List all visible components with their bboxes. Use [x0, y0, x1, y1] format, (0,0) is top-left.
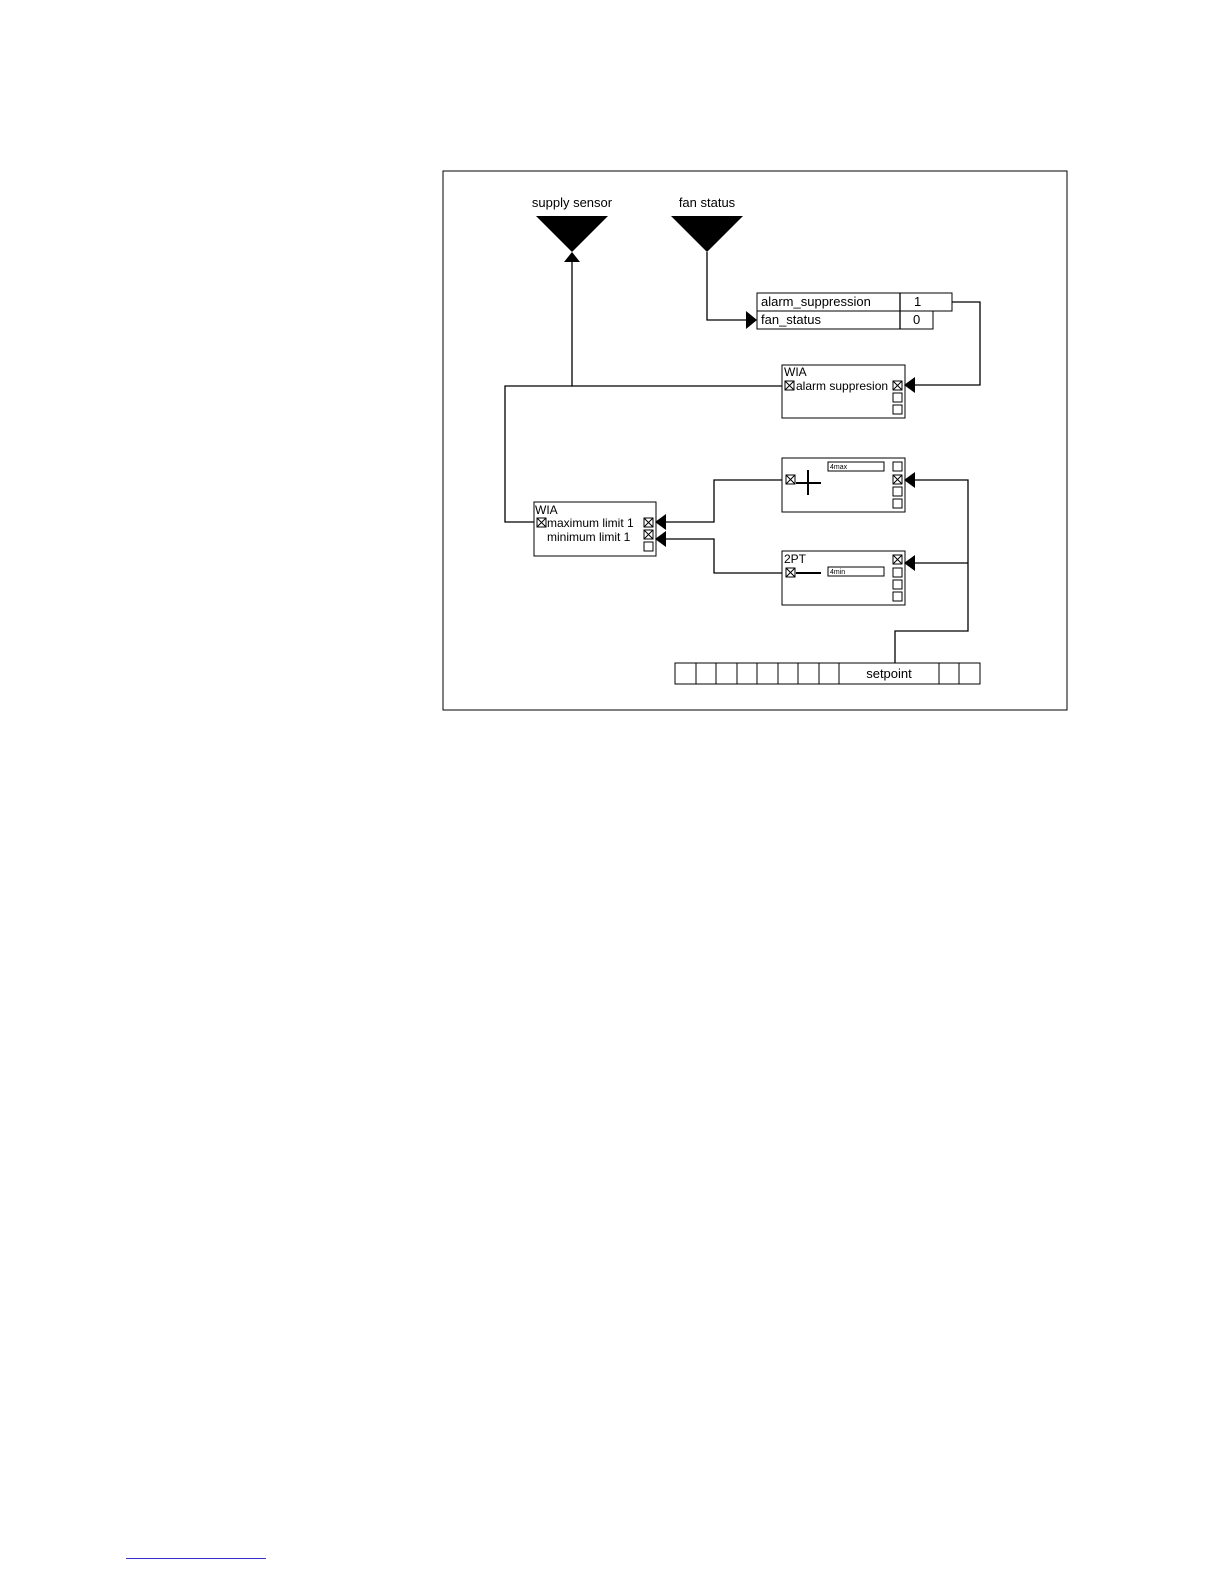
supply-sensor: supply sensor: [532, 195, 613, 262]
max-field-box: 4max: [828, 462, 884, 471]
unchecked-box-icon: [893, 462, 902, 471]
supply-sensor-label: supply sensor: [532, 195, 613, 210]
wia-limits-line2: minimum limit 1: [547, 530, 631, 544]
min-block-title: 2PT: [784, 552, 807, 566]
wia-limits-block: WIA maximum limit 1 minimum limit 1: [534, 502, 666, 556]
status-table: alarm_suppression 1 fan_status 0: [746, 293, 952, 329]
checked-box-icon: [786, 475, 795, 484]
diagram-frame: [443, 171, 1067, 710]
checked-box-icon: [644, 530, 653, 539]
wire-min-to-wia-limits: [666, 539, 782, 573]
wia-alarm-title: WIA: [784, 365, 807, 379]
unchecked-box-icon: [893, 487, 902, 496]
fan-status-icon: [671, 216, 743, 252]
status-row-name: fan_status: [761, 312, 821, 327]
unchecked-box-icon: [893, 568, 902, 577]
max-block-input-arrow-icon: [904, 472, 915, 488]
min-field-box: 4min: [828, 567, 884, 576]
min-block: 2PT 4min: [782, 551, 915, 605]
min-block-input-arrow-icon: [904, 555, 915, 571]
checked-box-icon: [785, 381, 794, 390]
unchecked-box-icon: [893, 405, 902, 414]
max-block: 4max: [782, 458, 915, 512]
checked-box-icon: [893, 381, 902, 390]
wia-limits-max-input-arrow-icon: [655, 514, 666, 530]
wia-alarm-input-arrow-icon: [904, 377, 915, 393]
fan-status-label: fan status: [679, 195, 736, 210]
footnote-rule: [126, 1558, 266, 1559]
wia-limits-title: WIA: [535, 503, 558, 517]
status-row-name: alarm_suppression: [761, 294, 871, 309]
supply-sensor-icon: [536, 216, 608, 252]
unchecked-box-icon: [893, 580, 902, 589]
min-field-label: 4min: [830, 569, 845, 576]
wire-setpoint-feed: [895, 480, 968, 663]
unchecked-box-icon: [893, 499, 902, 508]
wire-max-to-wia-limits: [666, 480, 782, 522]
unchecked-box-icon: [893, 393, 902, 402]
unchecked-box-icon: [644, 542, 653, 551]
unchecked-box-icon: [893, 592, 902, 601]
status-row-value: 0: [913, 312, 920, 327]
wia-limits-min-input-arrow-icon: [655, 531, 666, 547]
checked-box-icon: [786, 568, 795, 577]
wia-limits-line1: maximum limit 1: [547, 516, 634, 530]
setpoint-label: setpoint: [866, 666, 912, 681]
wia-alarm-label: alarm suppresion: [796, 379, 888, 393]
wire-fan-status-to-table: [707, 252, 746, 320]
checked-box-icon: [893, 475, 902, 484]
max-field-label: 4max: [830, 464, 848, 471]
checked-box-icon: [644, 518, 653, 527]
setpoint-bar: setpoint: [675, 663, 980, 684]
checked-box-icon: [537, 518, 546, 527]
supply-sensor-input-arrow-icon: [564, 252, 580, 262]
fan-status-sensor: fan status: [671, 195, 743, 252]
status-table-input-arrow-icon: [746, 311, 757, 329]
checked-box-icon: [893, 555, 902, 564]
wia-alarm-block: WIA alarm suppresion: [782, 365, 915, 418]
status-row-value: 1: [914, 294, 921, 309]
